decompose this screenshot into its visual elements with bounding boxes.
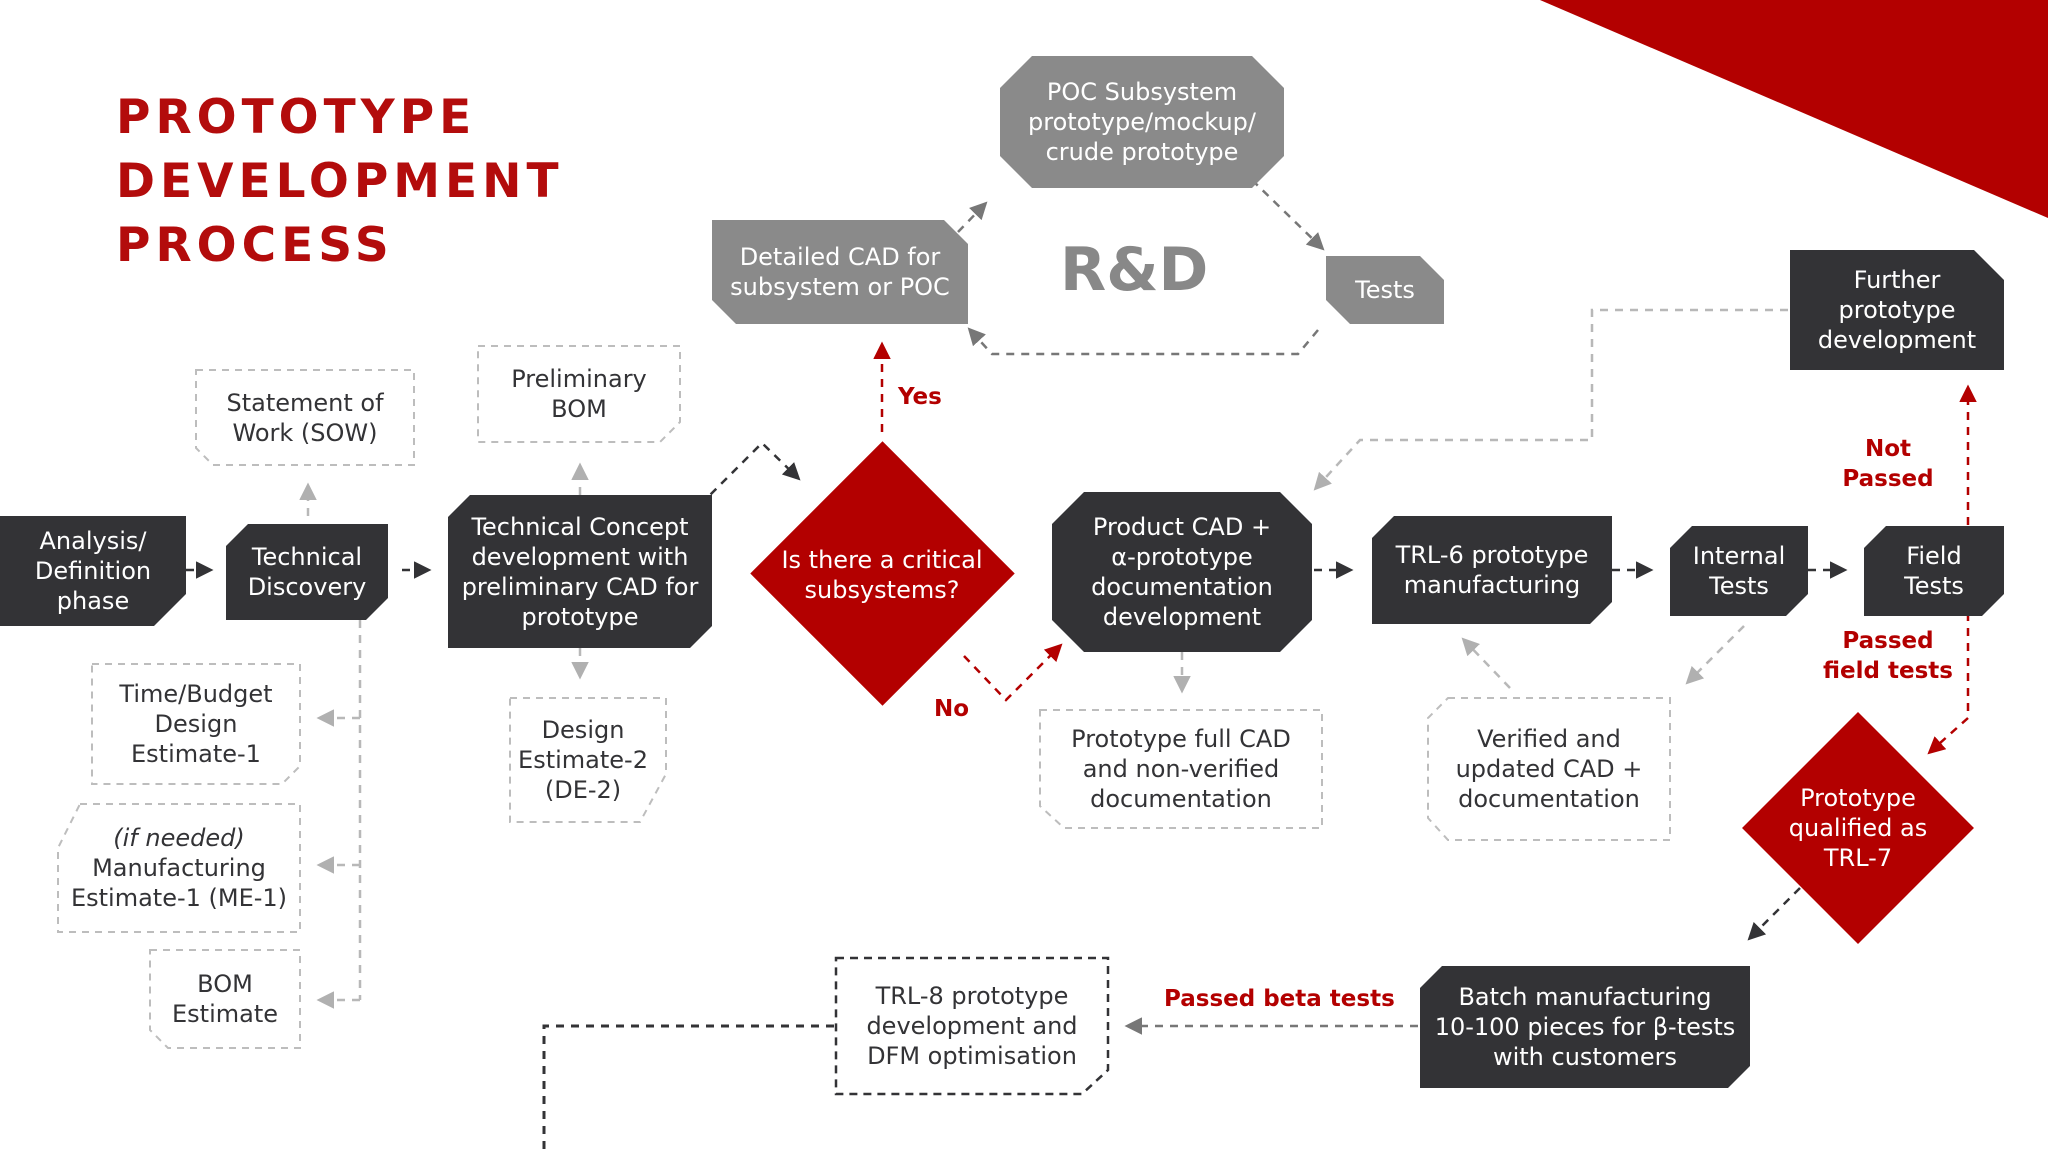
analysis-label: Analysis/ Definition phase	[34, 527, 152, 615]
field-tests-node[interactable]: Field Tests	[1864, 526, 2004, 616]
link-field-passed	[1927, 598, 1970, 755]
timebudget-outline	[91, 663, 301, 785]
title-line-2: DEVELOPMENT	[116, 154, 564, 209]
trl8-label: TRL-8 prototype development and DFM opti…	[866, 982, 1078, 1070]
critical-subsystems-label: Is there a critical subsystems?	[781, 546, 983, 604]
link-trl8-continue	[542, 1024, 834, 1152]
design-estimate-2-node[interactable]: Design Estimate-2 (DE-2)	[500, 698, 666, 822]
trl6-label: TRL-6 prototype manufacturing	[1395, 541, 1589, 599]
further-development-label: Further prototype development	[1817, 266, 1977, 354]
preliminary-bom-label: Preliminary BOM	[511, 365, 647, 423]
me1-node[interactable]: (if needed) Manufacturing Estimate-1 (ME…	[58, 804, 300, 932]
if-needed-label: (if needed)	[113, 824, 245, 852]
internal-tests-node[interactable]: Internal Tests	[1670, 526, 1808, 616]
product-cad-node[interactable]: Product CAD + α-prototype documentation …	[1052, 492, 1312, 652]
link-further-productcad	[1313, 308, 1788, 491]
batch-manufacturing-label: Batch manufacturing 10-100 pieces for β-…	[1434, 983, 1736, 1071]
sow-outline	[195, 369, 415, 466]
technical-concept-label: Technical Concept development with preli…	[461, 512, 699, 631]
technical-concept-node[interactable]: Technical Concept development with preli…	[448, 495, 712, 648]
tests-node[interactable]: Tests	[1326, 256, 1444, 324]
prototype-full-cad-node[interactable]: Prototype full CAD and non-verified docu…	[1040, 710, 1322, 828]
internal-tests-label: Internal Tests	[1692, 542, 1786, 600]
poc-subsystem-node[interactable]: POC Subsystem prototype/mockup/ crude pr…	[1000, 56, 1284, 188]
verified-cad-node[interactable]: Verified and updated CAD + documentation	[1428, 698, 1670, 840]
me1-label: Manufacturing Estimate-1 (ME-1)	[70, 854, 288, 912]
detailed-cad-node[interactable]: Detailed CAD for subsystem or POC	[712, 220, 968, 324]
technical-discovery-node[interactable]: Technical Discovery	[226, 524, 388, 620]
bomestimate-outline	[149, 949, 301, 1049]
trl7-label: Prototype qualified as TRL-7	[1788, 784, 1928, 872]
further-development-node[interactable]: Further prototype development	[1790, 250, 2004, 370]
link-cad-poc	[957, 201, 988, 233]
critical-subsystems-text: Is there a critical subsystems?	[752, 520, 1012, 630]
no-label: No	[934, 696, 970, 722]
link-trl7-batch	[1747, 887, 1801, 941]
yes-label: Yes	[898, 384, 942, 410]
me1-outline	[57, 803, 301, 933]
tests-label: Tests	[1355, 276, 1415, 304]
trl7-text: Prototype qualified as TRL-7	[1758, 776, 1958, 880]
passed-beta-tests-label: Passed beta tests	[1164, 986, 1395, 1012]
link-internal-verified	[1685, 625, 1745, 685]
passed-field-tests-label: Passed field tests	[1823, 628, 1953, 684]
trl6-node[interactable]: TRL-6 prototype manufacturing	[1372, 516, 1612, 624]
de2-outline	[509, 697, 667, 823]
link-tests-cad	[967, 327, 1319, 356]
sow-node[interactable]: Statement of Work (SOW)	[196, 370, 414, 465]
verified-outline	[1427, 697, 1671, 841]
trl8-outline	[834, 956, 1110, 1096]
batch-manufacturing-node[interactable]: Batch manufacturing 10-100 pieces for β-…	[1420, 966, 1750, 1088]
poc-subsystem-label: POC Subsystem prototype/mockup/ crude pr…	[1028, 78, 1256, 166]
technical-discovery-label: Technical Discovery	[247, 543, 367, 601]
time-budget-label: Time/Budget Design Estimate-1	[119, 680, 273, 768]
bom-estimate-label: BOM Estimate	[171, 970, 278, 1028]
bom-outline	[477, 345, 681, 443]
prototype-full-cad-label: Prototype full CAD and non-verified docu…	[1071, 725, 1291, 813]
not-passed-label: Not Passed	[1842, 436, 1934, 492]
link-verified-trl6	[1461, 637, 1511, 689]
rnd-label: R&D	[1060, 235, 1209, 305]
design-estimate-2-label: Design Estimate-2 (DE-2)	[518, 716, 648, 804]
sow-label: Statement of Work (SOW)	[226, 388, 384, 447]
title-line-1: PROTOTYPE	[116, 90, 477, 145]
field-tests-label: Field Tests	[1904, 542, 1964, 600]
title-line-3: PROCESS	[116, 218, 394, 273]
product-cad-label: Product CAD + α-prototype documentation …	[1091, 513, 1273, 631]
analysis-node[interactable]: Analysis/ Definition phase	[0, 516, 186, 626]
link-concept-decision	[699, 441, 801, 506]
bom-estimate-node[interactable]: BOM Estimate	[150, 950, 300, 1048]
link-poc-tests	[1251, 179, 1325, 251]
preliminary-bom-node[interactable]: Preliminary BOM	[478, 346, 680, 442]
detailed-cad-label: Detailed CAD for subsystem or POC	[730, 243, 950, 301]
time-budget-node[interactable]: Time/Budget Design Estimate-1	[92, 664, 300, 784]
trl8-node[interactable]: TRL-8 prototype development and DFM opti…	[836, 958, 1108, 1094]
page-title: PROTOTYPE DEVELOPMENT PROCESS	[116, 86, 564, 278]
fullcad-outline	[1039, 709, 1323, 829]
link-decision-no	[963, 643, 1063, 702]
verified-cad-label: Verified and updated CAD + documentation	[1455, 725, 1643, 813]
